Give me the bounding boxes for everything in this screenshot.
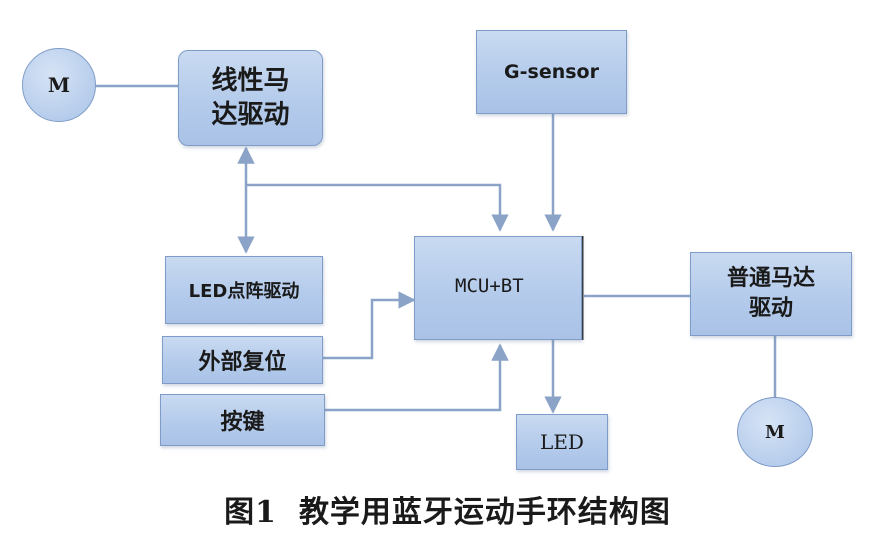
motor-right-label: M	[765, 421, 785, 443]
connector-branch-to-mcu	[246, 183, 509, 232]
key-label: 按键	[220, 410, 265, 435]
connector-key-to-mcu	[325, 343, 509, 412]
external-reset-block: 外部复位	[162, 336, 323, 384]
led-block: LED	[516, 414, 608, 470]
motor-right-circle: M	[737, 397, 813, 467]
normal-motor-driver-label: 普通马达 驱动	[726, 266, 815, 321]
g-sensor-label: G-sensor	[504, 61, 599, 83]
mcu-bt-block: MCU+BT	[414, 236, 582, 340]
linear-motor-driver-label: 线性马 达驱动	[211, 66, 290, 130]
led-matrix-driver-block: LED点阵驱动	[165, 256, 323, 324]
motor-left-label: M	[47, 73, 71, 97]
mcu-bt-label: MCU+BT	[455, 275, 524, 297]
linear-motor-driver-block: 线性马 达驱动	[178, 50, 323, 146]
figure-caption: 图1 教学用蓝牙运动手环结构图	[0, 487, 895, 531]
figure-title: 教学用蓝牙运动手环结构图	[298, 495, 671, 530]
led-matrix-driver-label: LED点阵驱动	[188, 281, 300, 302]
figure-number: 图1	[224, 495, 277, 530]
motor-left-circle: M	[22, 48, 96, 122]
external-reset-label: 外部复位	[198, 350, 287, 375]
connector-reset-to-mcu	[323, 291, 416, 360]
normal-motor-driver-block: 普通马达 驱动	[690, 252, 852, 336]
g-sensor-block: G-sensor	[476, 30, 627, 114]
key-block: 按键	[160, 394, 325, 446]
led-label: LED	[540, 430, 584, 454]
